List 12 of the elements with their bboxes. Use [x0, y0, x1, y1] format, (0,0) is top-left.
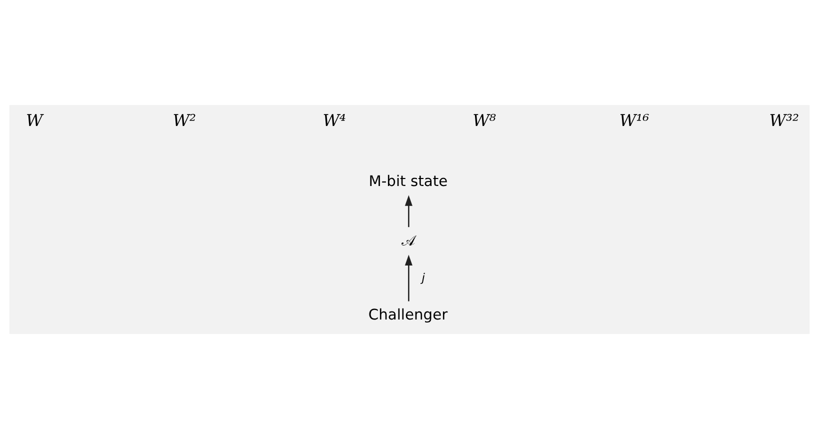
label: W² — [172, 110, 196, 130]
label: W¹⁶ — [619, 110, 650, 130]
label: W⁸ — [472, 110, 496, 130]
label: W³² — [769, 110, 800, 130]
label: W — [26, 110, 43, 130]
node-text: 𝒜 — [401, 232, 416, 249]
edge-label: j — [422, 270, 425, 284]
arrow — [404, 194, 412, 227]
node-text: Challenger — [368, 306, 448, 324]
node-text: M-bit state — [368, 172, 448, 190]
arrow — [404, 254, 412, 301]
label: W⁴ — [322, 110, 346, 130]
